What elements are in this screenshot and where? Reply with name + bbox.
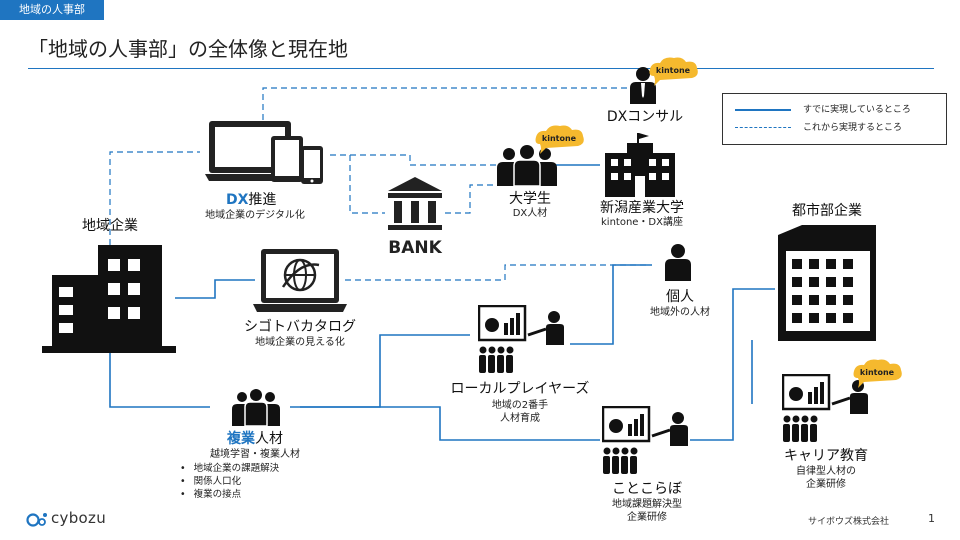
people-group-icon bbox=[232, 389, 280, 426]
presentation-icon-kotokorabo bbox=[602, 406, 688, 474]
dx-consul-label: DXコンサル bbox=[606, 109, 684, 125]
fukugyo-label: 複業人材 bbox=[205, 428, 305, 448]
page-title: 「地域の人事部」の全体像と現在地 bbox=[28, 37, 348, 61]
catalog-sub: 地域企業の見える化 bbox=[255, 337, 345, 348]
catalog-label: シゴトバカタログ bbox=[244, 319, 356, 335]
bank-icon: BANK bbox=[388, 177, 443, 257]
university-sub: kintone・DX講座 bbox=[601, 217, 683, 228]
legend-solid-swatch bbox=[735, 109, 791, 111]
dashed-line-company-dx bbox=[109, 151, 200, 245]
localplayers-sub2: 人材育成 bbox=[500, 413, 540, 424]
dashed-line-bank-student bbox=[445, 184, 500, 214]
fukugyo-label-rest: 人材 bbox=[255, 431, 283, 447]
career-sub1: 自律型人材の bbox=[796, 466, 856, 477]
localplayers-label: ローカルプレイヤーズ bbox=[450, 381, 590, 397]
students-label: 大学生 bbox=[509, 191, 551, 207]
cybozu-logo-text: cybozu bbox=[51, 509, 107, 527]
dx-label: DX推進 bbox=[200, 189, 336, 209]
dx-label-bold: DX bbox=[226, 192, 249, 208]
kintone-badge-consul-text: kintone bbox=[656, 66, 691, 75]
kintone-badge-consul: kintone bbox=[649, 57, 698, 86]
solid-line-fukugyo-kotokorabo bbox=[300, 406, 600, 441]
legend-dashed-swatch bbox=[735, 127, 791, 128]
kotokorabo-label: ことこらぼ bbox=[612, 481, 682, 497]
dashed-line-catalog-individual bbox=[345, 264, 650, 281]
presentation-icon-localplayers bbox=[478, 305, 564, 373]
section-tag: 地域の人事部 bbox=[0, 0, 104, 20]
individual-label: 個人 bbox=[666, 289, 694, 305]
dx-sub: 地域企業のデジタル化 bbox=[205, 210, 305, 221]
city-company-label: 都市部企業 bbox=[792, 203, 862, 219]
title-rule bbox=[28, 68, 934, 69]
kotokorabo-sub1: 地域課題解決型 bbox=[612, 499, 682, 510]
students-icon bbox=[497, 145, 557, 186]
fukugyo-bullet: 関係人口化 bbox=[180, 475, 279, 488]
legend-solid-label: すでに実現しているところ bbox=[803, 105, 911, 115]
laptop-globe-icon bbox=[253, 249, 347, 312]
cybozu-logo-icon bbox=[26, 513, 47, 527]
individual-sub: 地域外の人材 bbox=[650, 307, 710, 318]
fukugyo-bullets: 地域企業の課題解決 関係人口化 複業の接点 bbox=[180, 462, 280, 501]
kintone-badge-students-text: kintone bbox=[542, 134, 577, 143]
footer-company: サイボウズ株式会社 bbox=[808, 517, 890, 527]
fukugyo-sub: 越境学習・複業人材 bbox=[210, 449, 300, 460]
solid-line-company-catalog bbox=[175, 279, 255, 299]
fukugyo-label-bold: 複業 bbox=[227, 431, 255, 447]
dashed-line-dx-student bbox=[330, 154, 500, 166]
dashed-line-dx-bank bbox=[349, 155, 385, 214]
fukugyo-bullet: 複業の接点 bbox=[180, 488, 279, 501]
dx-label-rest: 推進 bbox=[248, 192, 277, 208]
legend-dashed-label: これから実現するところ bbox=[803, 123, 903, 133]
legend-row-dashed: これから実現するところ bbox=[723, 119, 946, 135]
solid-line-kotokorabo-city bbox=[690, 288, 775, 441]
localplayers-sub1: 地域の2番手 bbox=[491, 400, 549, 411]
presentation-icon-career bbox=[782, 374, 868, 442]
consultant-icon bbox=[630, 67, 656, 104]
devices-icon bbox=[205, 121, 323, 184]
career-label: キャリア教育 bbox=[784, 448, 868, 464]
bank-text: BANK bbox=[388, 238, 442, 257]
university-label: 新潟産業大学 bbox=[600, 200, 684, 216]
legend-row-solid: すでに実現しているところ bbox=[723, 101, 946, 117]
individual-icon bbox=[665, 244, 691, 281]
kotokorabo-sub2: 企業研修 bbox=[627, 512, 667, 523]
dashed-connectors bbox=[109, 87, 650, 281]
career-sub2: 企業研修 bbox=[806, 479, 846, 490]
page-number: 1 bbox=[928, 512, 935, 525]
legend: すでに実現しているところ これから実現するところ bbox=[722, 93, 947, 145]
students-sub: DX人材 bbox=[512, 208, 548, 219]
kintone-badge-students: kintone bbox=[535, 125, 584, 154]
local-company-building-icon bbox=[42, 245, 176, 353]
fukugyo-bullet: 地域企業の課題解決 bbox=[180, 462, 280, 475]
solid-line-company-fukugyo bbox=[109, 350, 210, 408]
solid-connectors bbox=[109, 164, 775, 441]
kintone-badge-career-text: kintone bbox=[860, 368, 895, 377]
city-company-building-icon bbox=[778, 225, 876, 341]
kintone-badge-career: kintone bbox=[853, 359, 902, 388]
dashed-line-dx-consul bbox=[262, 87, 630, 120]
local-company-label: 地域企業 bbox=[82, 218, 138, 234]
university-icon bbox=[605, 133, 675, 197]
